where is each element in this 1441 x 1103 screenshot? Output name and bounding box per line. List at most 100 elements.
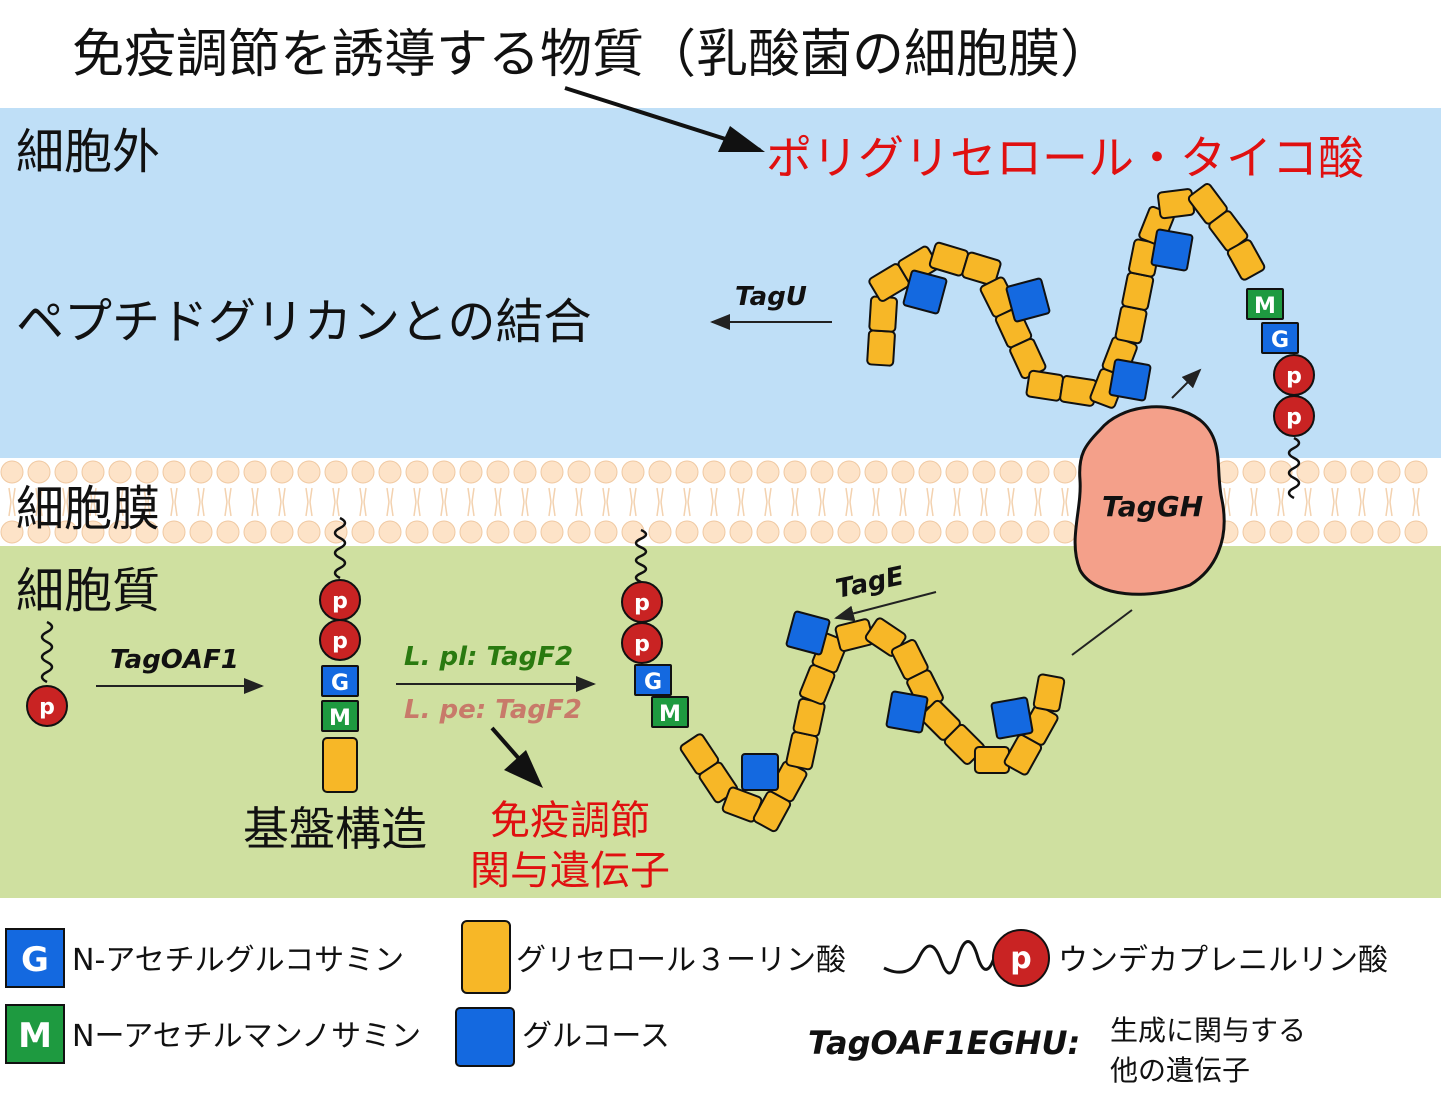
lipid-tail — [579, 487, 583, 503]
title-arrowhead — [718, 126, 765, 152]
lipid-tail — [660, 501, 664, 517]
lipid-tail — [602, 501, 606, 517]
lipid-tail — [548, 501, 552, 517]
glycerol-block — [973, 746, 1010, 774]
lipid-tail — [12, 487, 16, 503]
lipid-tail — [1277, 501, 1281, 517]
lipid-tail — [174, 487, 178, 503]
legend-genes-desc-2: 他の遺伝子 — [1110, 1054, 1250, 1087]
lipid-tail — [953, 501, 957, 517]
lipid-head — [432, 460, 456, 484]
lipid-head — [918, 460, 942, 484]
glucose-block — [741, 753, 779, 791]
glycerol-block — [1059, 375, 1098, 407]
legend-mannosamine-label: Nーアセチルマンノサミン — [72, 1019, 421, 1054]
lipid-head — [486, 520, 510, 544]
lipid-tail — [984, 501, 988, 517]
lipid-tail — [525, 501, 529, 517]
lipid-head — [513, 520, 537, 544]
lipid-tail — [822, 487, 826, 503]
glucose-block — [1005, 277, 1051, 323]
membrane-bilayer — [0, 460, 1428, 544]
lipid-head — [513, 460, 537, 484]
lipid-head — [837, 520, 861, 544]
lipid-tail — [174, 501, 178, 517]
lipid-tail — [602, 487, 606, 503]
lipid-tail — [1412, 487, 1416, 503]
lipid-head — [621, 460, 645, 484]
lipid-tail — [251, 487, 255, 503]
mannosamine-letter: M — [659, 702, 681, 727]
glcnac-block — [1261, 322, 1299, 354]
lipid-tail — [39, 501, 43, 517]
lipid-tail — [120, 487, 124, 503]
legend-glcnac-letter: G — [21, 940, 49, 980]
lipid-tail — [201, 487, 205, 503]
lipid-head — [864, 460, 888, 484]
lipid-tail — [12, 501, 16, 517]
lipid-head — [1026, 460, 1050, 484]
lipid-head — [216, 460, 240, 484]
lipid-head — [54, 520, 78, 544]
lipid-tail — [93, 501, 97, 517]
lipid-tail — [548, 487, 552, 503]
lipid-head — [540, 460, 564, 484]
glucose-block — [785, 610, 831, 656]
lipid-tail — [984, 487, 988, 503]
lipid-tail — [903, 487, 907, 503]
mannosamine-block — [651, 696, 689, 728]
glucose-block — [1108, 358, 1152, 402]
lipid-tail — [116, 487, 120, 503]
lipid-head — [837, 460, 861, 484]
lipid-tail — [818, 501, 822, 517]
lipid-tail — [89, 501, 93, 517]
lipid-tail — [714, 487, 718, 503]
lipid-tail — [332, 501, 336, 517]
lipid-head — [729, 460, 753, 484]
legend-glcnac-label: N-アセチルグルコサミン — [72, 943, 404, 978]
lpe-tagf2-label: L. pe: TagF2 — [404, 695, 582, 725]
lipid-tail — [1385, 487, 1389, 503]
lipid-tail — [440, 501, 444, 517]
taggh-export-arrow — [1171, 368, 1202, 399]
lipid-head — [405, 520, 429, 544]
lipid-tail — [471, 487, 475, 503]
glycerol-block — [866, 329, 896, 367]
lipid-head — [1377, 520, 1401, 544]
immune-gene-label-1: 免疫調節 — [490, 798, 650, 844]
glucose-block — [990, 696, 1034, 740]
lipid-tail — [795, 501, 799, 517]
lipid-tail — [1281, 501, 1285, 517]
immune-gene-label-2: 関与遺伝子 — [470, 848, 670, 894]
lipid-head — [756, 460, 780, 484]
lipid-tail — [228, 501, 232, 517]
lipid-tail — [683, 501, 687, 517]
tage-arrow — [834, 591, 937, 622]
lipid-head — [27, 520, 51, 544]
lipid-tail — [606, 501, 610, 517]
lipid-tail — [66, 487, 70, 503]
lipid-tail — [872, 487, 876, 503]
lipid-head — [216, 520, 240, 544]
lipid-head — [351, 460, 375, 484]
lipid-head — [432, 520, 456, 544]
lipid-tail — [8, 487, 12, 503]
glycerol-block — [1226, 239, 1266, 281]
legend-glcnac-icon — [5, 928, 65, 988]
lipid-tail — [1038, 501, 1042, 517]
lipid-tail — [926, 501, 930, 517]
lipid-tail — [521, 487, 525, 503]
lipid-tail — [498, 487, 502, 503]
lipid-tail — [899, 487, 903, 503]
lipid-head — [0, 520, 24, 544]
lipid-head — [270, 460, 294, 484]
lipid-tail — [768, 487, 772, 503]
lipid-tail — [66, 501, 70, 517]
taggh-enzyme — [1073, 405, 1226, 596]
lipid-tail — [575, 501, 579, 517]
glcnac-letter: G — [1271, 328, 1289, 353]
lipid-tail — [224, 487, 228, 503]
lipid-tail — [849, 487, 853, 503]
lipid-tail — [471, 501, 475, 517]
lipid-tail — [791, 487, 795, 503]
